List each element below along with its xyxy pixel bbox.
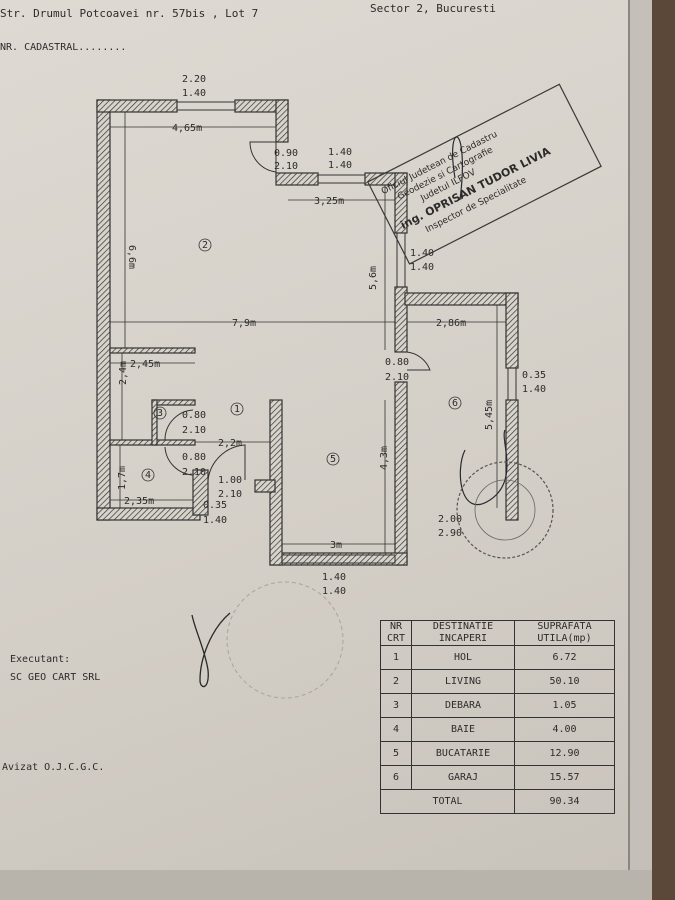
dim-label: 0.80 xyxy=(182,410,206,421)
executant-name: SC GEO CART SRL xyxy=(10,672,101,683)
room-markers xyxy=(141,238,462,482)
dim-label: 1.00 xyxy=(218,475,242,486)
room-number: 2 xyxy=(202,240,208,251)
dim-label: 2.10 xyxy=(218,489,242,500)
dim-label: 2.00 xyxy=(438,514,462,525)
dim-label: 1.40 xyxy=(322,572,346,583)
dimension-labels: 2.20 1.40 4,65m 0.90 2.10 1.40 1.40 3,25… xyxy=(117,74,546,597)
dim-label: 2.20 xyxy=(182,74,206,85)
sector-text: Sector 2, Bucuresti xyxy=(370,2,496,15)
dim-label: 3m xyxy=(330,540,342,551)
room-number: 3 xyxy=(157,408,163,419)
background-bottom xyxy=(0,870,652,900)
room-number: 4 xyxy=(145,470,151,481)
signature xyxy=(452,136,508,506)
dim-label: 1.40 xyxy=(522,384,546,395)
dim-label: 2.10 xyxy=(385,372,409,383)
dim-label: 2,2m xyxy=(218,438,242,449)
room-number: 1 xyxy=(234,404,240,415)
dim-label: 1.40 xyxy=(322,586,346,597)
dim-label: 4,65m xyxy=(172,123,202,134)
dim-label: 6,6m xyxy=(126,245,137,269)
dim-label: 1.40 xyxy=(328,160,352,171)
dim-label: 7,9m xyxy=(232,318,256,329)
dim-label: 2,86m xyxy=(436,318,466,329)
dim-label: 2,35m xyxy=(124,496,154,507)
executant-label: Executant: xyxy=(10,654,71,665)
dim-label: 5,6m xyxy=(368,266,379,290)
dim-label: 1.40 xyxy=(203,515,227,526)
dim-label: 1.40 xyxy=(328,147,352,158)
avizat-label: Avizat O.J.C.G.C. xyxy=(2,762,105,773)
dim-label: 1,7m xyxy=(117,466,128,490)
room-number: 5 xyxy=(330,454,336,465)
dimension-lines xyxy=(110,112,506,553)
dim-label: 1.40 xyxy=(410,248,434,259)
dim-label: 0.35 xyxy=(203,500,227,511)
dim-label: 0.90 xyxy=(274,148,298,159)
dim-label: 5,45m xyxy=(484,400,495,430)
windows-doors xyxy=(164,101,517,564)
dim-label: 2.10 xyxy=(182,467,206,478)
dim-label: 2,45m xyxy=(130,359,160,370)
dim-label: 2.10 xyxy=(182,425,206,436)
dim-label: 0.35 xyxy=(522,370,546,381)
room-number: 6 xyxy=(452,398,458,409)
executant-signature xyxy=(191,612,231,688)
dim-label: 2.90 xyxy=(438,528,462,539)
round-seal-inner xyxy=(474,479,536,541)
dim-label: 4,3m xyxy=(379,446,390,470)
background-surface xyxy=(652,0,675,900)
dim-label: 2.10 xyxy=(274,161,298,172)
address-text: Str. Drumul Potcoavei nr. 57bis , Lot 7 xyxy=(0,7,259,20)
dim-label: 0.80 xyxy=(182,452,206,463)
dim-label: 2,4m xyxy=(118,361,129,385)
faded-seal xyxy=(226,581,344,699)
dim-label: 0.80 xyxy=(385,357,409,368)
page-edge xyxy=(630,0,652,900)
dim-label: 1.40 xyxy=(410,262,434,273)
walls xyxy=(96,99,519,566)
cadastral-number: NR. CADASTRAL........ xyxy=(0,42,127,53)
dim-label: 1.40 xyxy=(182,88,206,99)
dim-label: 3,25m xyxy=(314,196,344,207)
round-seal xyxy=(456,461,554,559)
